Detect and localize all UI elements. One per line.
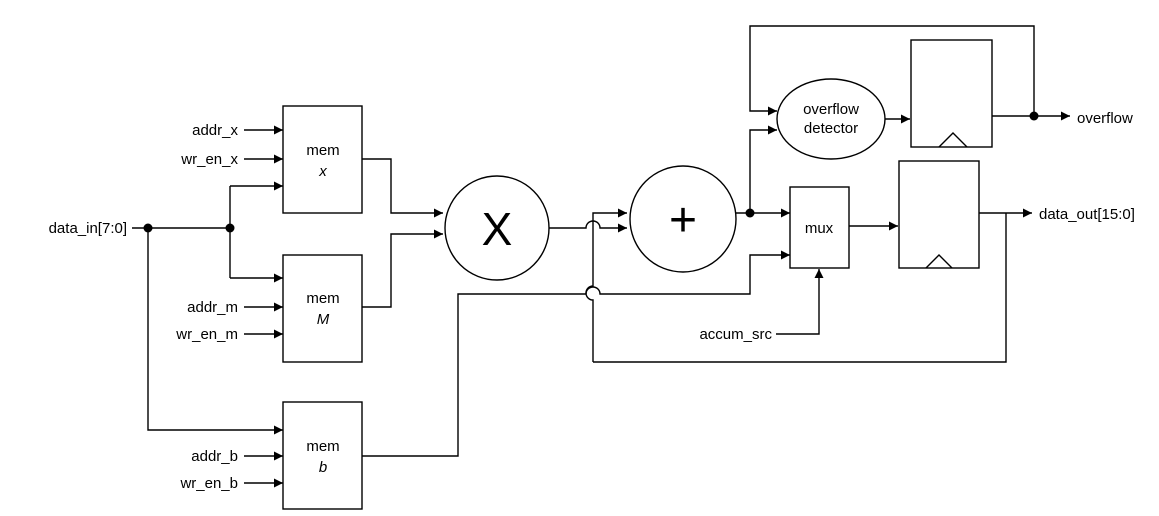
clock-triangle <box>938 132 968 148</box>
label-addr-x: addr_x <box>192 122 238 139</box>
mem-m-label: mem <box>306 290 339 307</box>
data-in-wires <box>132 181 283 435</box>
junction-dot <box>225 223 235 233</box>
input-wires <box>244 125 283 488</box>
mux-label: mux <box>805 220 834 237</box>
mem-m-name: M <box>317 311 330 328</box>
label-accum-src: accum_src <box>699 326 772 343</box>
mem-x-name: x <box>318 163 327 180</box>
label-wr-en-b: wr_en_b <box>179 475 238 492</box>
adder-input-wires <box>549 208 627 362</box>
output-wires <box>593 208 1032 363</box>
mem-b-name: b <box>319 459 327 476</box>
clock-triangle <box>925 254 953 269</box>
junction-dot <box>143 223 153 233</box>
mux-block: mux <box>789 186 850 269</box>
mem-b-to-mux-wire <box>362 250 790 457</box>
label-wr-en-m: wr_en_m <box>175 326 238 343</box>
adder-output-wires <box>736 125 790 218</box>
multiplier-symbol: X <box>482 203 513 255</box>
label-data-in: data_in[7:0] <box>49 220 127 237</box>
accum-src-wire <box>776 269 824 335</box>
adder-symbol: + <box>669 194 697 247</box>
overflow-detector-line2: detector <box>804 120 858 137</box>
multiplier-input-wires <box>362 158 443 308</box>
label-data-out: data_out[15:0] <box>1039 206 1135 223</box>
label-overflow: overflow <box>1077 110 1133 127</box>
labels: data_in[7:0] addr_x wr_en_x addr_m wr_en… <box>49 110 1135 492</box>
mem-m-block: mem M <box>282 254 363 363</box>
mem-x-block: mem x <box>282 105 363 214</box>
label-wr-en-x: wr_en_x <box>180 151 238 168</box>
output-register <box>898 160 980 269</box>
label-addr-m: addr_m <box>187 299 238 316</box>
mem-b-label: mem <box>306 438 339 455</box>
adder-block: + <box>629 165 737 273</box>
overflow-wires <box>749 25 1070 121</box>
label-addr-b: addr_b <box>191 448 238 465</box>
multiplier-block: X <box>444 175 550 281</box>
overflow-register <box>910 39 993 148</box>
overflow-detector-block: overflow detector <box>776 78 886 160</box>
mem-b-block: mem b <box>282 401 363 510</box>
overflow-detector-line1: overflow <box>803 101 859 118</box>
mem-x-label: mem <box>306 142 339 159</box>
